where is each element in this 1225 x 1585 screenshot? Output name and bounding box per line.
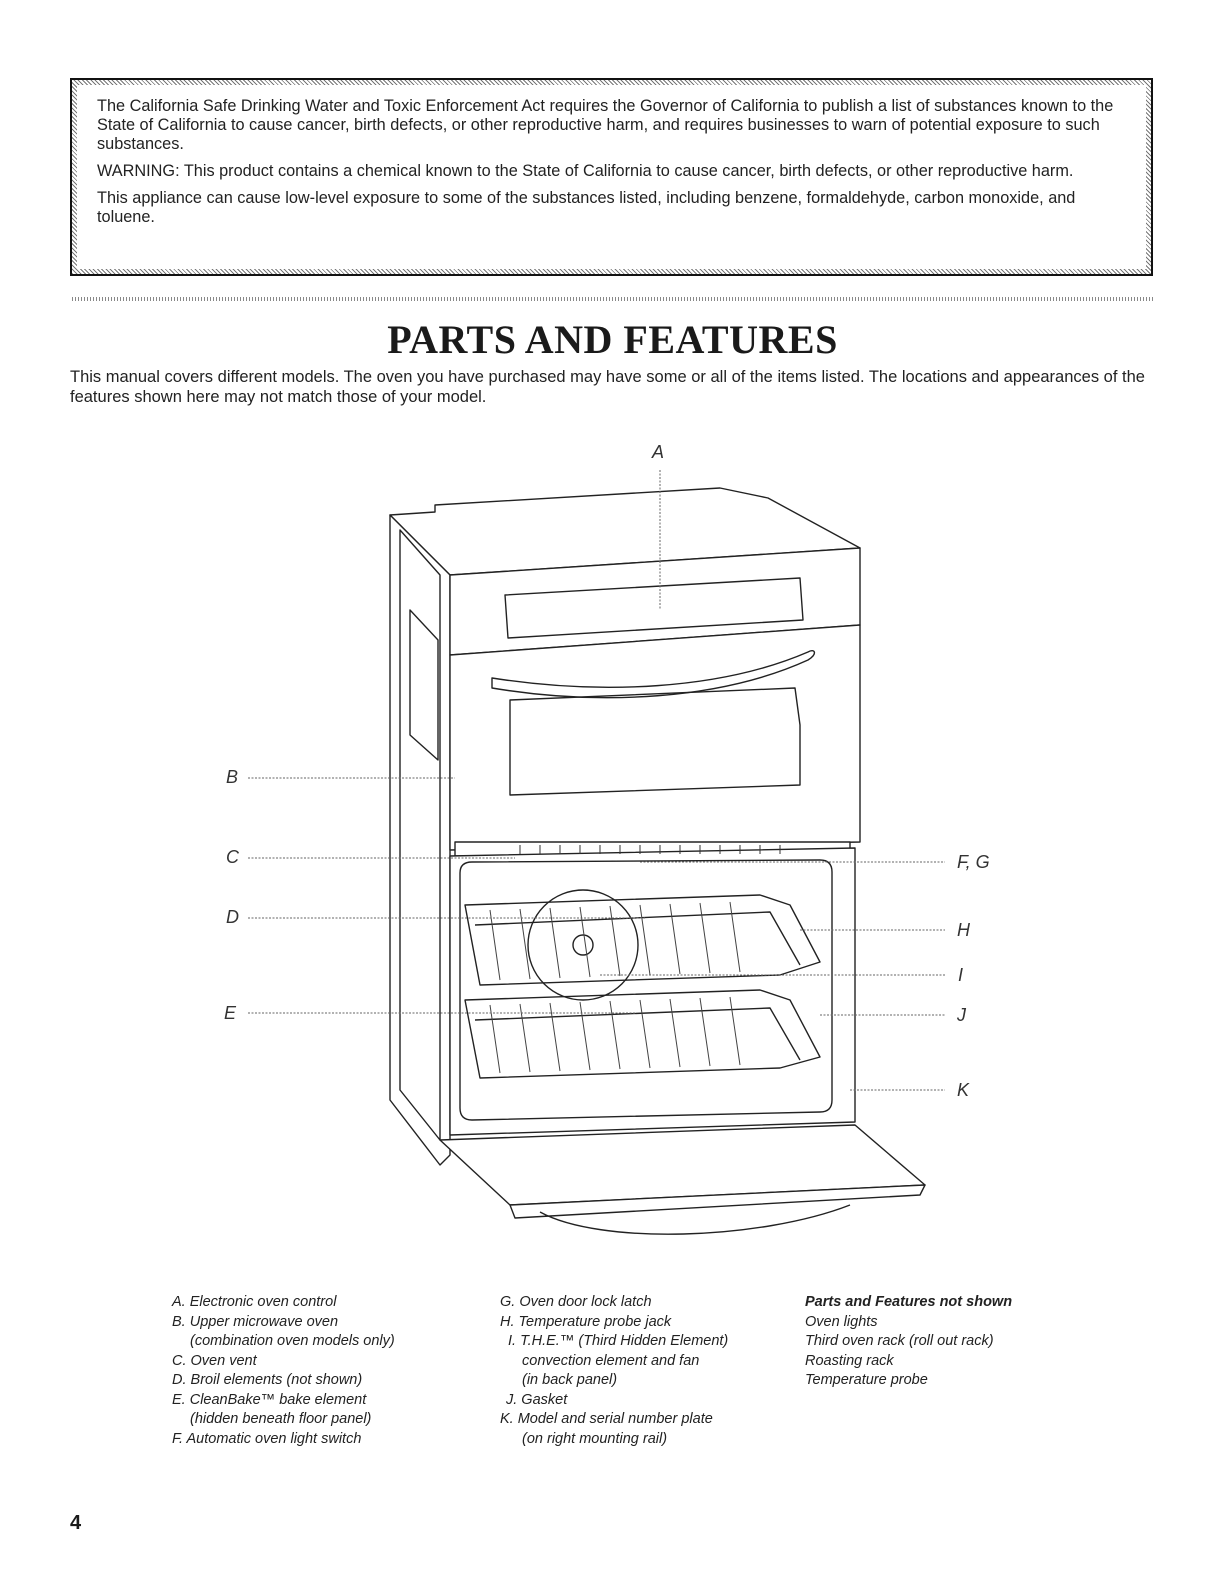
label-i: I — [958, 965, 963, 985]
caption-item: B. Upper microwave oven — [172, 1313, 339, 1330]
caption-item: Temperature probe — [805, 1372, 928, 1388]
captions-column-2: G. Oven door lock latch H. Temperature p… — [500, 1293, 728, 1449]
section-title: PARTS AND FEATURES — [387, 317, 838, 362]
captions-column-1: A. Electronic oven control B. Upper micr… — [172, 1293, 395, 1449]
warning-paragraph-1: The California Safe Drinking Water and T… — [97, 97, 1114, 153]
caption-item: E. CleanBake™ bake element — [172, 1391, 367, 1408]
oven-parts-diagram: A B C D E F, G H I J K — [224, 442, 990, 1235]
warning-paragraph-2: WARNING: This product contains a chemica… — [97, 162, 1074, 180]
caption-item: (in back panel) — [522, 1372, 618, 1388]
section-intro: This manual covers different models. The… — [70, 368, 1145, 406]
warning-paragraph-3: This appliance can cause low-level expos… — [97, 189, 1076, 226]
caption-item: (hidden beneath floor panel) — [190, 1411, 372, 1427]
label-c: C — [226, 847, 240, 867]
caption-item: I. T.H.E.™ (Third Hidden Element) — [508, 1333, 729, 1349]
not-shown-heading: Parts and Features not shown — [805, 1294, 1013, 1310]
label-fg: F, G — [957, 852, 990, 872]
captions-column-3: Parts and Features not shown Oven lights… — [805, 1293, 1012, 1391]
caption-item: Third oven rack (roll out rack) — [805, 1333, 994, 1349]
caption-item: A. Electronic oven control — [172, 1294, 337, 1310]
caption-item: F. Automatic oven light switch — [172, 1430, 362, 1447]
label-b: B — [226, 767, 238, 787]
caption-item: convection element and fan — [522, 1352, 700, 1369]
caption-item: G. Oven door lock latch — [500, 1294, 652, 1310]
warning-box-content: The California Safe Drinking Water and T… — [77, 85, 1146, 269]
caption-item: J. Gasket — [506, 1391, 568, 1408]
caption-item: D. Broil elements (not shown) — [172, 1372, 363, 1388]
page-number: 4 — [70, 1512, 82, 1534]
label-h: H — [957, 920, 971, 940]
label-a: A — [651, 442, 664, 462]
caption-item: H. Temperature probe jack — [500, 1313, 672, 1330]
label-j: J — [956, 1005, 967, 1025]
caption-item: Oven lights — [805, 1313, 878, 1330]
caption-item: Roasting rack — [805, 1352, 894, 1369]
california-warning-box: The California Safe Drinking Water and T… — [70, 78, 1153, 276]
label-k: K — [957, 1080, 970, 1100]
label-d: D — [226, 907, 239, 927]
caption-item: K. Model and serial number plate — [500, 1411, 713, 1427]
caption-item: C. Oven vent — [172, 1352, 257, 1369]
section-divider — [72, 297, 1153, 301]
label-e: E — [224, 1003, 237, 1023]
caption-item: (on right mounting rail) — [522, 1430, 668, 1447]
caption-item: (combination oven models only) — [190, 1333, 395, 1349]
